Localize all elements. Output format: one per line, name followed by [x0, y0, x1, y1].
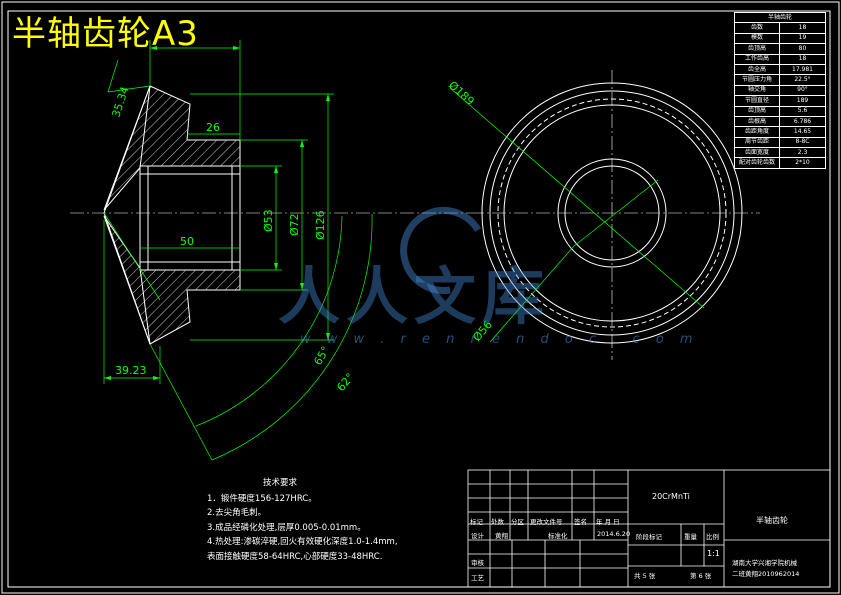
dim-ang62: 62°	[334, 371, 356, 394]
tb-class: 二班黄翔2010962014	[732, 570, 800, 578]
dim-d189: Ø189	[446, 79, 477, 109]
tb-process-label: 工艺	[471, 574, 484, 582]
tb-header-date: 年 月 日	[596, 518, 620, 526]
notes-heading: 技术要求	[263, 478, 298, 488]
front-view-dimensions	[449, 87, 705, 343]
bore	[139, 165, 241, 271]
dimension-lines	[103, 40, 373, 461]
tb-header-sign: 签名	[574, 518, 587, 526]
tb-stage-label: 阶段标记	[636, 533, 662, 541]
material: 20CrMnTi	[652, 492, 690, 501]
watermark-url: w w w . r e n r e n d o c . c o m	[300, 332, 699, 347]
notes-item-3: 3.成品经磷化处理,层厚0.005-0.01mm。	[207, 522, 366, 533]
watermark-text: 人人文库	[278, 260, 551, 333]
dim-26: 26	[206, 121, 220, 134]
notes-item-4: 4.热处理:渗碳淬硬,回火有效硬化深度1.0-1.4mm,	[207, 537, 398, 547]
section-view	[70, 85, 470, 345]
tb-scale: 1:1	[707, 549, 720, 558]
dim-d126: Ø126	[314, 210, 327, 240]
tb-sheet-no: 第 6 张	[690, 572, 712, 580]
tb-standard-label: 标准化	[548, 532, 568, 540]
tb-weight-label: 重量	[684, 533, 697, 541]
tb-date: 2014.6.20	[597, 530, 631, 538]
dim-ang65: 65°	[311, 344, 332, 367]
notes-item-1: 1．锻件硬度156-127HRC。	[207, 493, 317, 504]
tb-designer: 黄翔	[495, 532, 508, 540]
dim-3923: 39.23	[115, 364, 147, 377]
tb-school: 湖南大学兴湘学院机械	[732, 559, 797, 567]
front-view-centerlines	[470, 70, 760, 360]
tb-header-mark: 标记	[470, 518, 483, 526]
notes-item-5: 表面接触硬度58-64HRC,心部硬度33-48HRC.	[207, 551, 383, 562]
tb-header-zone: 分区	[511, 518, 524, 526]
dimension-arrows	[104, 46, 330, 380]
technical-notes: 技术要求 1．锻件硬度156-127HRC。 2.去尖角毛刺。 3.成品经磷化处…	[207, 476, 467, 564]
title-block-grid	[467, 469, 831, 588]
dim-3534: 35.34	[109, 85, 131, 119]
watermark-logo	[400, 207, 482, 294]
inner-border	[7, 10, 831, 588]
tb-sheets-total: 共 5 张	[634, 572, 656, 580]
dim-50: 50	[180, 235, 194, 248]
dim-d53: Ø53	[262, 209, 275, 232]
tb-design-label: 设计	[471, 532, 484, 540]
notes-item-2: 2.去尖角毛刺。	[207, 508, 267, 518]
tb-review-label: 审核	[471, 559, 484, 567]
dim-d72: Ø72	[288, 213, 301, 236]
drawing-title: 半轴齿轮A3	[12, 14, 199, 54]
part-name: 半轴齿轮	[756, 516, 788, 525]
tb-header-doc: 更改文件号	[530, 518, 563, 526]
param-table-title: 半轴齿轮	[734, 11, 826, 24]
tb-scale-label: 比例	[706, 533, 719, 541]
tb-header-count: 处数	[491, 518, 504, 526]
